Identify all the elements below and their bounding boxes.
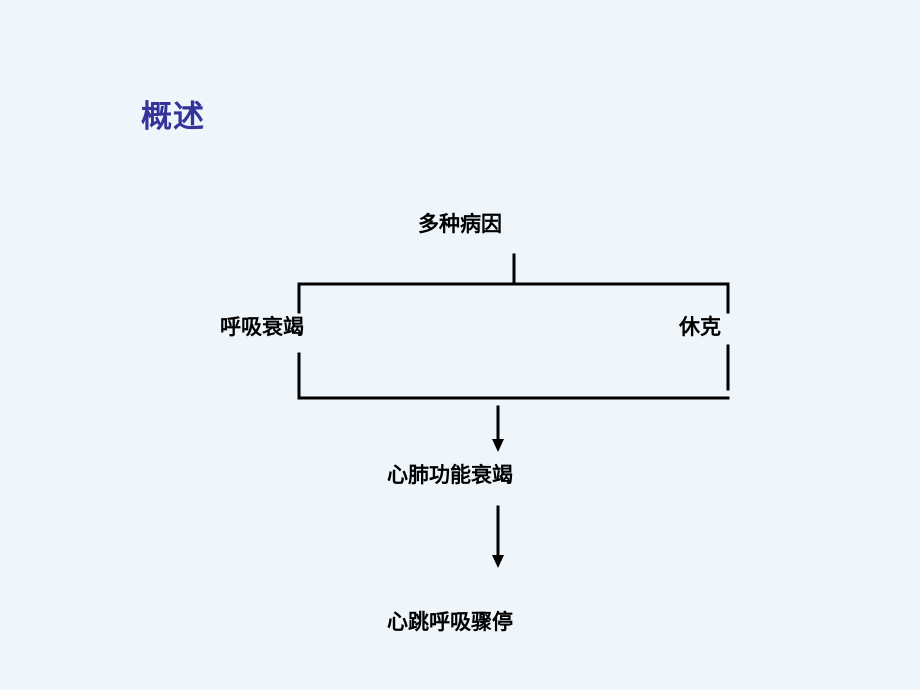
arrow-1-head <box>492 439 504 452</box>
node-respiratory-failure: 呼吸衰竭 <box>220 315 304 339</box>
arrow-2-head <box>492 555 504 568</box>
node-cardiopulmonary-failure: 心肺功能衰竭 <box>387 463 513 487</box>
slide-title: 概述 <box>141 99 205 135</box>
node-multiple-causes: 多种病因 <box>418 212 502 236</box>
node-shock: 休克 <box>679 315 721 339</box>
node-cardiac-arrest: 心跳呼吸骤停 <box>387 610 513 634</box>
